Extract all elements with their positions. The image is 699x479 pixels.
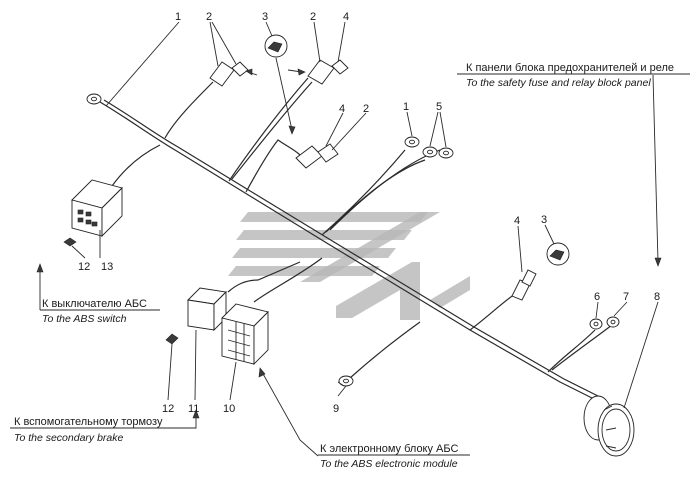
callout-13: 13	[101, 261, 113, 273]
callout-3-top: 3	[262, 11, 268, 23]
abs-module-connector-10	[221, 303, 269, 366]
callout-1-middle: 1	[403, 101, 409, 113]
callout-11: 11	[188, 403, 199, 415]
ring-terminals-group-5	[404, 136, 454, 159]
watermark-logo	[228, 212, 470, 320]
caption-abs-switch-en: To the ABS switch	[42, 313, 127, 325]
caption-secondary-brake-en: To the secondary brake	[14, 432, 124, 444]
plug-connector-top-left	[209, 61, 249, 87]
callout-4-right: 4	[514, 215, 520, 227]
caption-rules	[10, 73, 690, 456]
caption-abs-module-ru: К электронному блоку АБС	[320, 443, 458, 455]
callout-1-top: 1	[175, 11, 181, 23]
callout-12-bottom: 12	[162, 403, 174, 415]
branch-wires	[164, 77, 613, 379]
callout-6: 6	[594, 291, 600, 303]
callout-3-right: 3	[541, 214, 547, 226]
callout-12-left: 12	[78, 261, 90, 273]
leader-lines	[36, 21, 662, 457]
detail-inset-3-top	[264, 34, 288, 58]
callout-7: 7	[623, 291, 629, 303]
plug-connector-middle	[295, 143, 339, 169]
brake-connector-11	[187, 287, 227, 332]
caption-secondary-brake-ru: К вспомогательному тормозу	[14, 416, 163, 428]
round-connector-8	[583, 395, 635, 457]
terminal-12-left	[63, 237, 77, 247]
fuse-holder-4	[511, 269, 537, 301]
harness-trunk	[99, 99, 605, 403]
caption-fuse-panel-en: To the safety fuse and relay block panel	[466, 77, 651, 89]
callout-9: 9	[333, 403, 339, 415]
callout-2-middle: 2	[363, 103, 369, 115]
callout-numbers: 1 2 3 2 4 4 2 1 5 4 3 6 7 8 12 13 12 11 …	[78, 11, 660, 415]
callout-2-top-left: 2	[206, 11, 212, 23]
caption-abs-module-en: To the ABS electronic module	[320, 458, 458, 470]
abs-switch-connector-13	[71, 179, 123, 238]
callout-10: 10	[223, 403, 235, 415]
captions: К панели блока предохранителей и реле To…	[14, 62, 674, 470]
callout-4-middle: 4	[339, 103, 345, 115]
callout-8: 8	[654, 291, 660, 303]
ring-terminal-left	[86, 93, 102, 105]
ring-terminals-6-7	[589, 316, 620, 330]
caption-fuse-panel-ru: К панели блока предохранителей и реле	[466, 62, 674, 74]
plug-connector-top-right	[307, 59, 349, 85]
callout-4-top: 4	[343, 11, 349, 23]
callout-5: 5	[436, 101, 442, 113]
callout-2-top-right: 2	[310, 11, 316, 23]
detail-inset-3-right	[546, 242, 570, 266]
terminal-12-bottom	[165, 333, 179, 345]
caption-abs-switch-ru: К выключателю АБС	[42, 298, 147, 310]
